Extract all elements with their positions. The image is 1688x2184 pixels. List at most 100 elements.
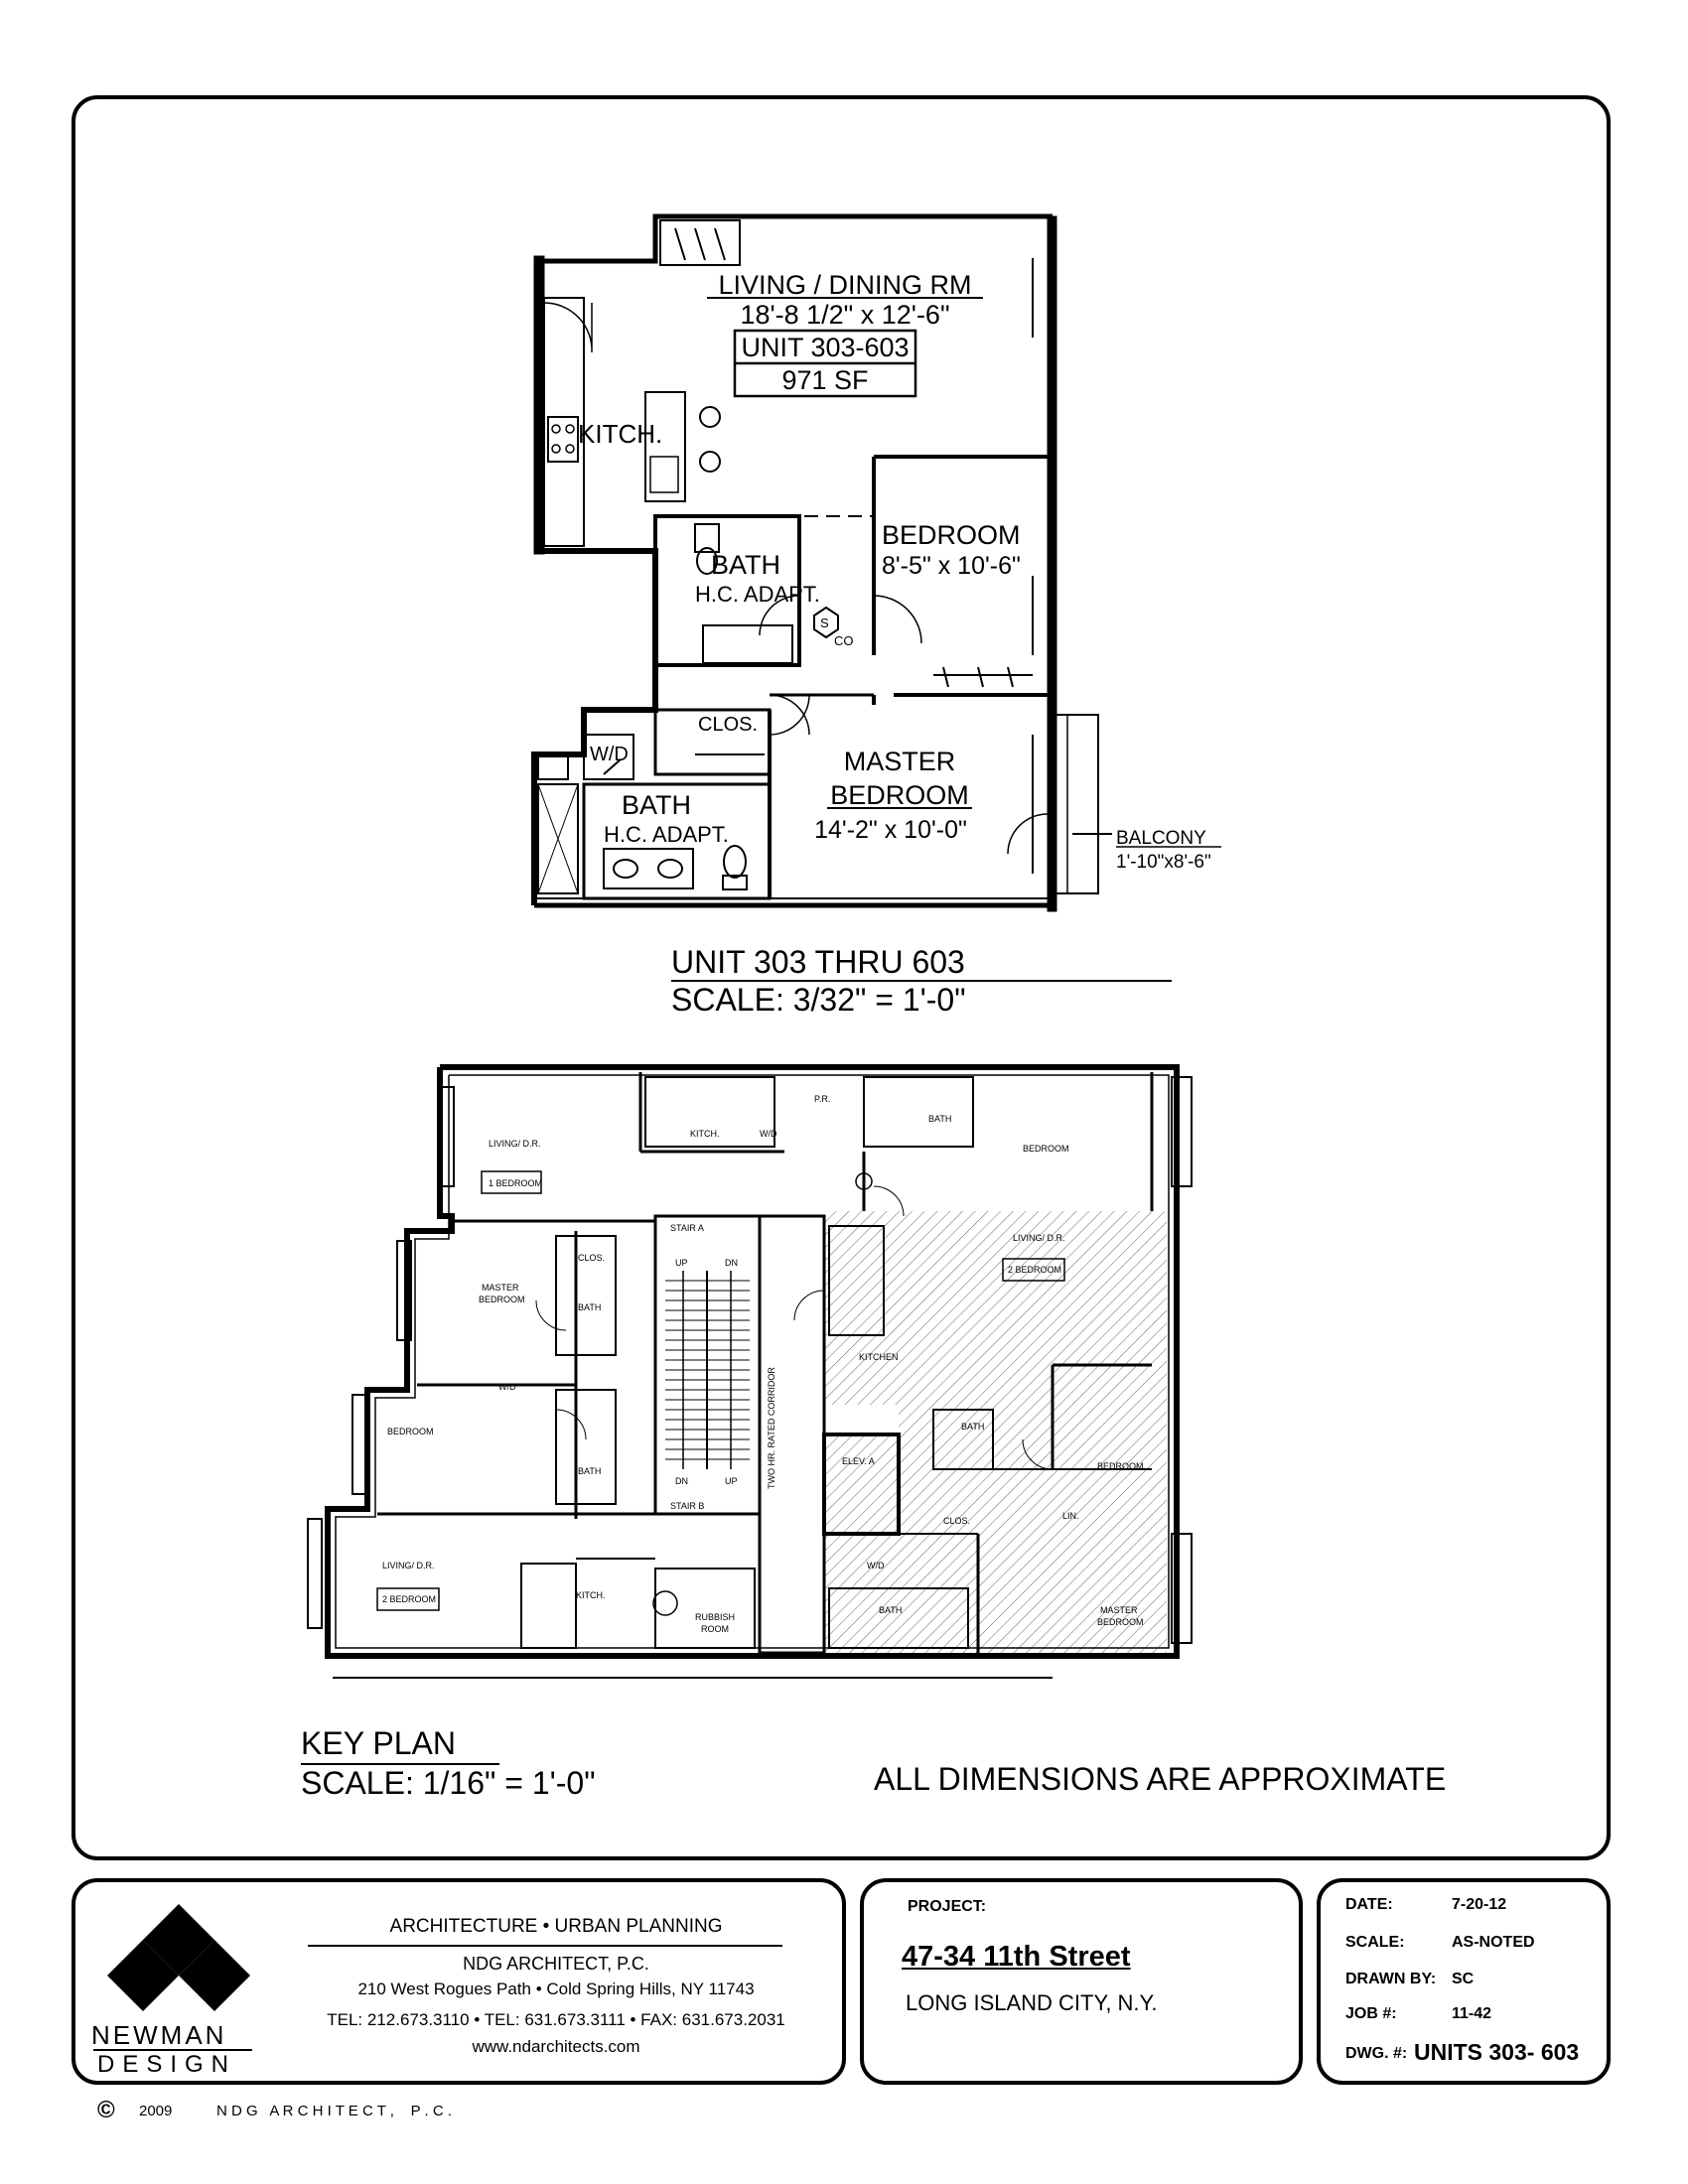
- dwg-value: UNITS 303- 603: [1414, 2039, 1580, 2065]
- kp-wd-top: W/D: [760, 1129, 777, 1139]
- kp-dn-b: DN: [675, 1476, 688, 1486]
- kitchen-counter: [543, 297, 585, 547]
- toilet-icon: [694, 523, 720, 553]
- kp-bath-right: BATH: [961, 1422, 984, 1432]
- kp-clos-right: CLOS.: [943, 1516, 970, 1526]
- kp-master-left-1: MASTER: [482, 1283, 519, 1293]
- dwg-label: DWG. #:: [1345, 2045, 1408, 2062]
- logo-text-2: DESIGN: [97, 2051, 237, 2078]
- kp-stair-a: STAIR A: [670, 1223, 704, 1233]
- bath2-sub-label: H.C. ADAPT.: [604, 822, 729, 847]
- drawn-value: SC: [1452, 1971, 1475, 1987]
- kp-bedroom-top: BEDROOM: [1023, 1144, 1069, 1154]
- balcony-label: BALCONY: [1116, 828, 1206, 849]
- bath1-sub-label: H.C. ADAPT.: [695, 582, 820, 607]
- kp-bath-bottom: BATH: [879, 1605, 902, 1615]
- project-name: 47-34 11th Street: [902, 1941, 1131, 1973]
- kp-pr: P.R.: [814, 1094, 830, 1104]
- building-outline: [325, 1064, 1180, 1659]
- bath2-label: BATH: [622, 790, 691, 820]
- bedroom-dims: 8'-5" x 10'-6": [882, 552, 1021, 580]
- kp-kitch-top: KITCH.: [690, 1129, 720, 1139]
- kp-master-left-2: BEDROOM: [479, 1295, 525, 1304]
- kp-rubbish-2: ROOM: [701, 1624, 729, 1634]
- master-bedroom-dims: 14'-2" x 10'-0": [814, 816, 967, 844]
- kp-dn-a: DN: [725, 1258, 738, 1268]
- kp-corridor: TWO HR. RATED CORRIDOR: [767, 1367, 776, 1489]
- balcony-outline: [1054, 714, 1099, 894]
- firm-web: www.ndarchitects.com: [472, 2037, 640, 2056]
- balcony-dims: 1'-10"x8'-6": [1116, 852, 1211, 873]
- drawing-frame: [71, 95, 1611, 1860]
- project-label: PROJECT:: [908, 1898, 987, 1915]
- kp-master-1: MASTER: [1100, 1605, 1138, 1615]
- drawn-label: DRAWN BY:: [1345, 1971, 1437, 1987]
- kp-lin: LIN.: [1062, 1511, 1079, 1521]
- unit-outer-wall: [533, 255, 545, 555]
- closet-label: CLOS.: [698, 714, 758, 736]
- unit-caption-scale: SCALE: 3/32" = 1'-0": [671, 982, 966, 1018]
- kp-kitch-bottom: KITCH.: [576, 1590, 606, 1600]
- project-city: LONG ISLAND CITY, N.Y.: [906, 1990, 1158, 2015]
- kp-two-bedroom-bottom: 2 BEDROOM: [382, 1594, 436, 1604]
- kp-wd-right: W/D: [867, 1561, 885, 1570]
- job-value: 11-42: [1452, 2005, 1492, 2022]
- kp-one-bedroom: 1 BEDROOM: [489, 1178, 542, 1188]
- kp-rubbish-1: RUBBISH: [695, 1612, 735, 1622]
- unit-id-label: UNIT 303-603: [741, 333, 909, 362]
- date-value: 7-20-12: [1452, 1896, 1507, 1913]
- copyright-year: 2009: [139, 2103, 173, 2119]
- firm-name: NDG ARCHITECT, P.C.: [463, 1954, 649, 1974]
- kp-master-2: BEDROOM: [1097, 1617, 1144, 1627]
- unit-top-wall: [534, 213, 1053, 264]
- sheet-info-box: [1317, 1878, 1611, 2085]
- key-caption-rule: [301, 1763, 499, 1765]
- unit-caption-title: UNIT 303 THRU 603: [671, 944, 965, 980]
- unit-right-wall: [1047, 215, 1057, 912]
- stair-a: [653, 1214, 762, 1516]
- project-box: [860, 1878, 1303, 2085]
- job-label: JOB #:: [1345, 2005, 1397, 2022]
- kitchen-label: KITCH.: [578, 419, 662, 449]
- kp-up-a: UP: [675, 1258, 688, 1268]
- kp-bedroom-right: BEDROOM: [1097, 1461, 1144, 1471]
- unit-left-step-wall: [531, 548, 658, 905]
- unit-area-label: 971 SF: [781, 365, 868, 395]
- date-label: DATE:: [1345, 1896, 1393, 1913]
- kp-elev: ELEV. A: [842, 1456, 875, 1466]
- master-bedroom-label-2: BEDROOM: [830, 780, 969, 810]
- logo-text-1: NEWMAN: [91, 2020, 227, 2050]
- washer-dryer-icon: [583, 734, 634, 780]
- logo-rule: [93, 2049, 252, 2051]
- copyright-symbol: ©: [97, 2097, 115, 2123]
- bath2-walls: [582, 782, 772, 900]
- range-icon: [547, 416, 579, 463]
- elevator: [822, 1433, 901, 1536]
- bedroom-label: BEDROOM: [882, 520, 1021, 550]
- scale-value: AS-NOTED: [1452, 1934, 1535, 1951]
- kp-wd-left: W/D: [498, 1382, 516, 1392]
- vanity-icon: [603, 848, 694, 889]
- key-caption-title: KEY PLAN: [301, 1725, 456, 1761]
- wd-label: W/D: [590, 744, 629, 765]
- kp-living-bottom: LIVING/ D.R.: [382, 1561, 435, 1570]
- kp-clos-left: CLOS.: [578, 1253, 605, 1263]
- master-bedroom-label-1: MASTER: [844, 747, 956, 776]
- kp-stair-b: STAIR B: [670, 1501, 704, 1511]
- firm-box: [71, 1878, 846, 2085]
- kitchen-island: [644, 391, 686, 502]
- key-caption-scale: SCALE: 1/16" = 1'-0": [301, 1765, 596, 1801]
- kp-bedroom-left: BEDROOM: [387, 1427, 434, 1436]
- kp-two-bedroom-right: 2 BEDROOM: [1008, 1265, 1061, 1275]
- approximate-note: ALL DIMENSIONS ARE APPROXIMATE: [874, 1761, 1447, 1797]
- window: [659, 219, 741, 266]
- firm-tagline: ARCHITECTURE • URBAN PLANNING: [389, 1916, 723, 1937]
- living-room-label: LIVING / DINING RM: [718, 270, 971, 300]
- kp-bath-left-2: BATH: [578, 1466, 601, 1476]
- co-marker: CO: [834, 633, 854, 648]
- highlighted-unit-hatch: [824, 1211, 1167, 1656]
- scale-label: SCALE:: [1345, 1934, 1405, 1951]
- bath1-label: BATH: [711, 550, 780, 580]
- kp-living-right: LIVING/ D.R.: [1013, 1233, 1065, 1243]
- firm-phone: TEL: 212.673.3110 • TEL: 631.673.3111 • …: [327, 2010, 785, 2029]
